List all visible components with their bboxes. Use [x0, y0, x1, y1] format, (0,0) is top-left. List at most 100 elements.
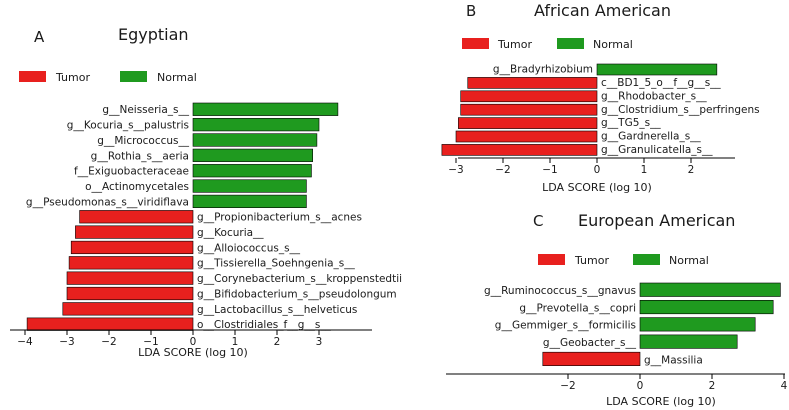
- lda-bar: [639, 334, 738, 349]
- bar-label: g__Geobacter_s__: [543, 337, 637, 349]
- bar-label: g__Gemmiger_s__formicilis: [495, 320, 636, 332]
- lda-bar: [70, 240, 194, 255]
- panel-a-letter: A: [34, 28, 45, 46]
- lda-bar: [62, 302, 194, 316]
- panel-a-legend: Tumor Normal: [19, 71, 197, 84]
- x-tick-label: −4: [17, 336, 33, 348]
- bar-label: o__Clostridiales_f__g__s__: [197, 319, 332, 331]
- panel-a: A Egyptian Tumor Normal g__Neisseria_s__…: [10, 25, 402, 359]
- lda-bar: [639, 282, 781, 297]
- bar-label: g__Kocuria__: [197, 227, 264, 239]
- panel-c-letter: C: [533, 212, 543, 230]
- bar-label: g__Gardnerella_s__: [601, 131, 701, 143]
- panel-c-plot: g__Ruminococcus_s__gnavus g__Prevotella_s…: [446, 282, 788, 392]
- panel-c-legend: Tumor Normal: [538, 254, 709, 267]
- x-tick-label: 1: [641, 164, 648, 176]
- lda-bar: [596, 63, 718, 76]
- x-tick-label: −2: [560, 380, 575, 392]
- lda-bar: [460, 90, 598, 103]
- bar-label: o__Actinomycetales: [85, 181, 189, 193]
- panel-c-title: European American: [578, 211, 735, 230]
- bar-label: g__Prevotella_s__copri: [519, 302, 636, 314]
- x-tick-label: −3: [59, 336, 74, 348]
- panel-b-title: African American: [534, 1, 671, 20]
- x-tick-label: 2: [274, 336, 281, 348]
- lda-bar: [639, 299, 774, 315]
- x-tick-label: 0: [637, 380, 644, 392]
- legend-normal-swatch: [557, 38, 584, 49]
- lda-bar: [192, 164, 312, 178]
- lda-bar: [542, 351, 641, 367]
- x-tick-label: 4: [781, 380, 788, 392]
- lda-bar: [192, 102, 339, 116]
- legend-tumor-swatch: [19, 71, 46, 82]
- x-tick-label: −2: [101, 336, 116, 348]
- bar-label: g__Granulicatella_s__: [601, 144, 713, 156]
- legend-normal-label: Normal: [157, 71, 197, 84]
- lda-bar: [79, 210, 194, 224]
- bar-label: g__Rothia_s__aeria: [91, 150, 189, 162]
- bar-label: g__Alloiococcus_s__: [197, 242, 301, 254]
- legend-tumor-label: Tumor: [497, 38, 532, 51]
- lda-bar: [455, 130, 598, 143]
- x-tick-label: −1: [542, 164, 557, 176]
- bar-label: c__BD1_5_o__f__g__s__: [601, 77, 721, 89]
- x-tick-label: 3: [316, 336, 323, 348]
- bar-label: g__Kocuria_s__palustris: [67, 120, 189, 132]
- lda-bar: [68, 256, 194, 270]
- legend-tumor-swatch: [462, 38, 489, 49]
- panel-a-plot: g__Neisseria_s__ g__Kocuria_s__palustrisg…: [10, 102, 402, 348]
- lda-bar: [66, 286, 194, 301]
- lda-bar: [26, 317, 194, 331]
- panel-b-legend: Tumor Normal: [462, 38, 633, 51]
- bar-label: g__Corynebacterium_s__kroppenstedtii: [197, 273, 402, 285]
- bar-label: g__Propionibacterium_s__acnes: [197, 212, 362, 224]
- lda-bar: [192, 118, 320, 132]
- x-tick-label: −3: [448, 164, 463, 176]
- lda-bar: [192, 179, 307, 193]
- lda-bar: [66, 271, 194, 285]
- legend-normal-label: Normal: [593, 38, 633, 51]
- legend-tumor-label: Tumor: [55, 71, 90, 84]
- lda-bar: [192, 148, 313, 162]
- panel-a-title: Egyptian: [118, 25, 189, 44]
- lda-bar: [467, 77, 598, 89]
- panel-a-xlabel: LDA SCORE (log 10): [138, 346, 248, 359]
- x-tick-label: −2: [495, 164, 510, 176]
- bar-label: g__Rhodobacter_s__: [601, 90, 707, 102]
- bar-label: g__Tissierella_Soehngenia_s__: [197, 258, 356, 270]
- lda-bar: [460, 103, 598, 116]
- legend-normal-swatch: [120, 71, 147, 82]
- legend-normal-swatch: [633, 254, 660, 265]
- bar-label: g__Bifidobacterium_s__pseudolongum: [197, 288, 397, 300]
- lda-bar: [75, 225, 194, 239]
- bar-label: f__Exiguobacteraceae: [74, 166, 189, 178]
- x-tick-label: 0: [594, 164, 601, 176]
- lda-bar: [441, 144, 598, 156]
- lda-bar: [192, 194, 307, 209]
- bar-label: g__TG5_s__: [601, 117, 661, 129]
- bar-label: g__Neisseria_s__: [102, 104, 189, 116]
- lda-bar: [639, 317, 756, 332]
- lda-bar: [458, 117, 598, 129]
- panel-b: B African American Tumor Normal g__Brady…: [441, 1, 760, 194]
- bar-label: g__Ruminococcus_s__gnavus: [484, 285, 636, 297]
- panel-b-xlabel: LDA SCORE (log 10): [542, 181, 652, 194]
- bar-label: g__Lactobacillus_s__helveticus: [197, 304, 357, 316]
- x-tick-label: 2: [709, 380, 716, 392]
- panel-c-xlabel: LDA SCORE (log 10): [606, 395, 716, 408]
- legend-tumor-label: Tumor: [574, 254, 609, 267]
- panel-b-letter: B: [466, 2, 476, 20]
- bar-label: g__Micrococcus__: [97, 135, 190, 147]
- x-tick-label: −1: [143, 336, 158, 348]
- bar-label: g__Massilia: [644, 354, 703, 366]
- x-tick-label: 0: [190, 336, 197, 348]
- panel-b-plot: g__Bradyrhizobiumc__BD1_5_o__f__g__s__g_…: [441, 63, 760, 176]
- panel-c: C European American Tumor Normal g__Rumi…: [446, 211, 788, 408]
- bar-label: g__Bradyrhizobium: [493, 64, 593, 76]
- lda-bar: [192, 133, 318, 147]
- x-tick-label: 2: [688, 164, 695, 176]
- legend-normal-label: Normal: [669, 254, 709, 267]
- x-tick-label: 1: [232, 336, 239, 348]
